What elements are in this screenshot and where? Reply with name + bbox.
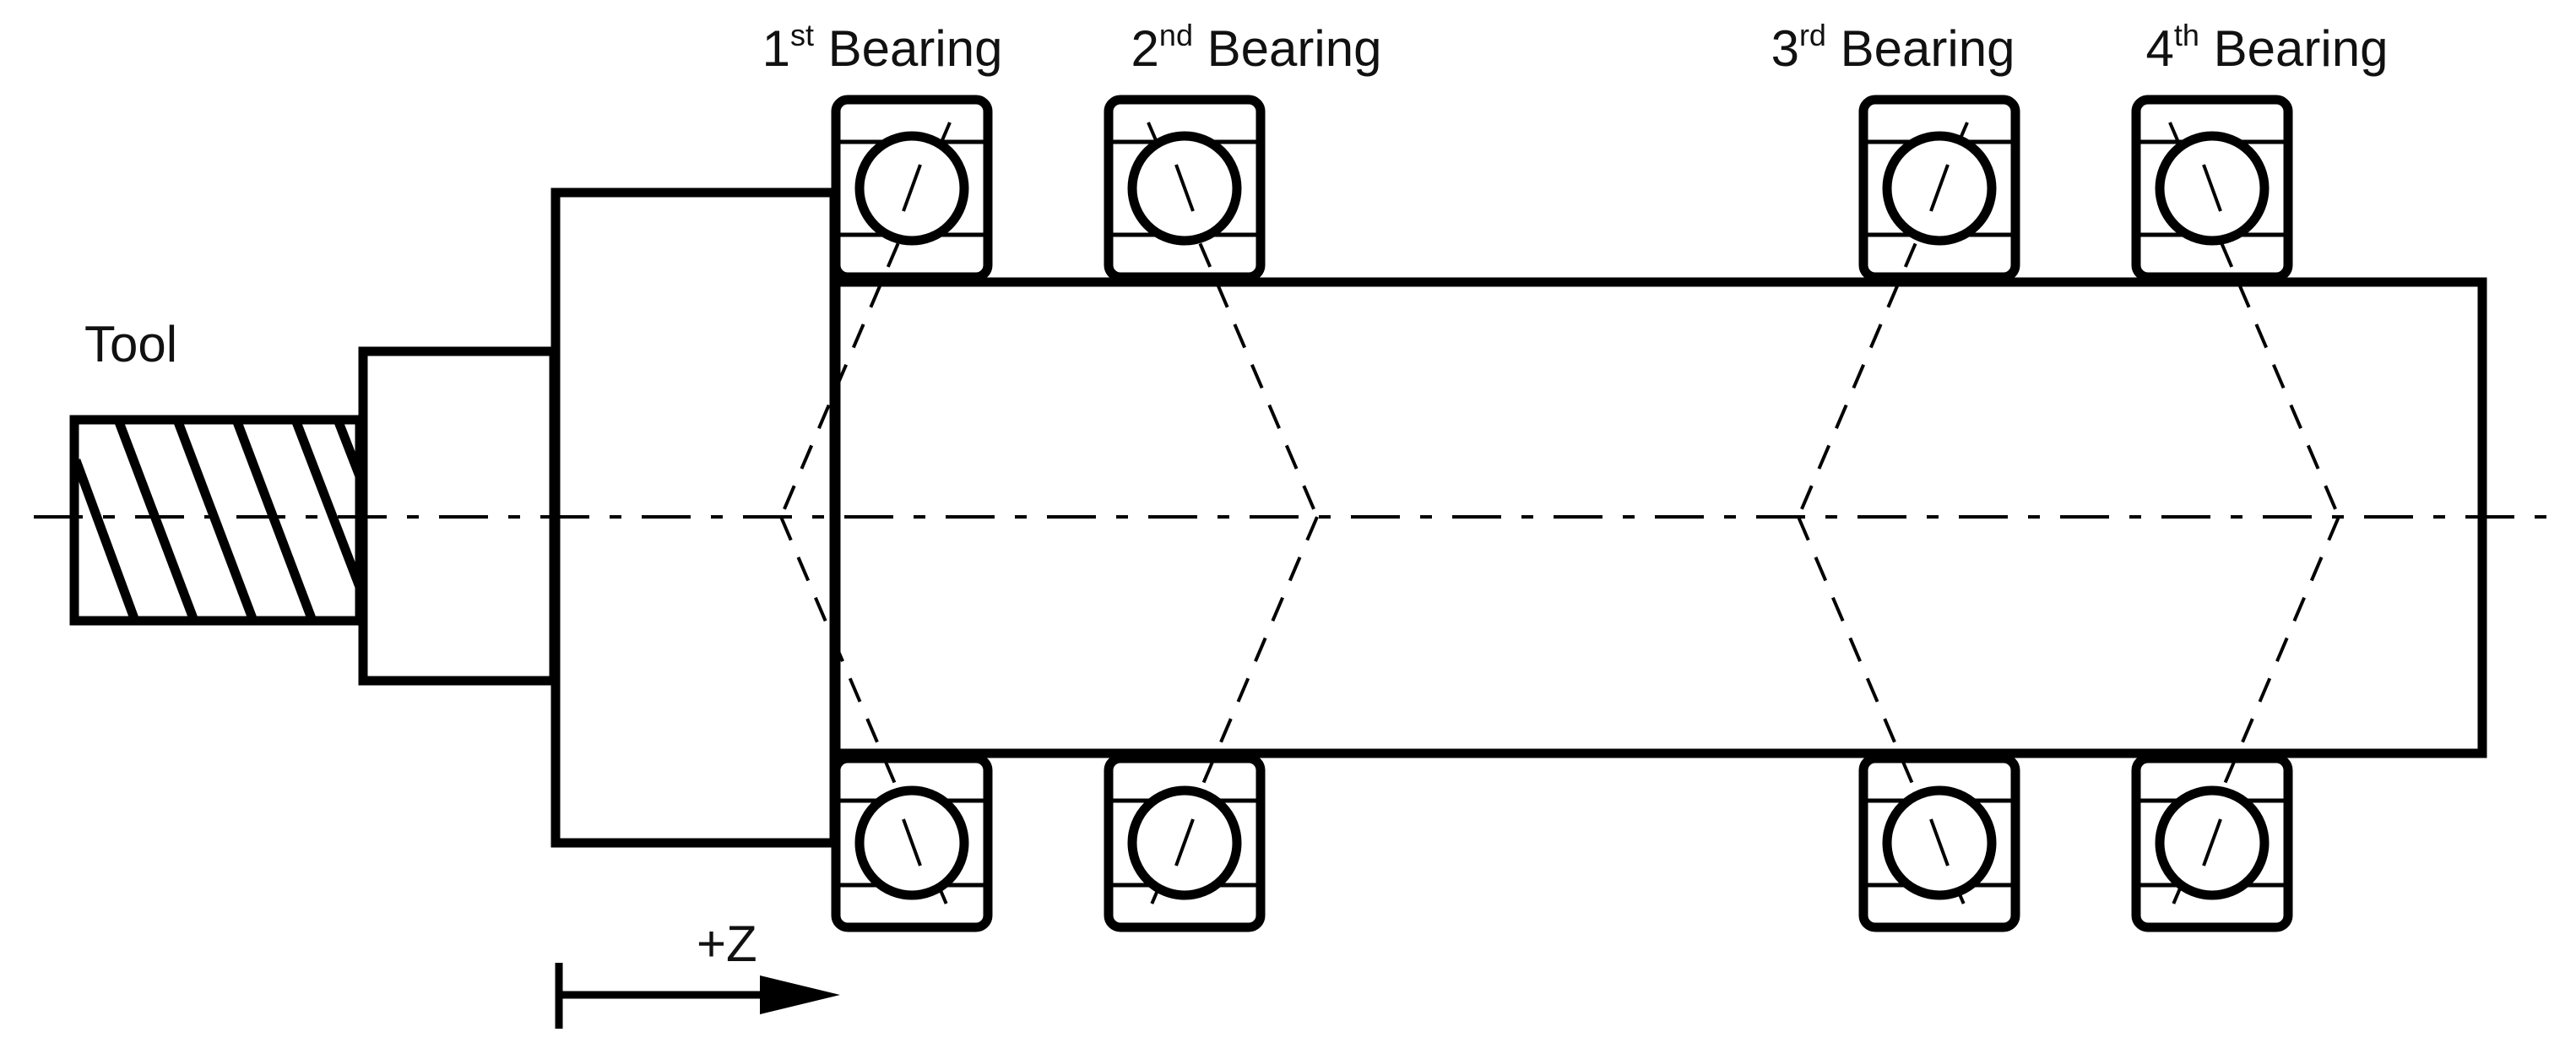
tool-thread — [74, 420, 360, 621]
z-axis-label: +Z — [697, 915, 757, 972]
bearing-2-bottom — [1104, 753, 1266, 932]
bearing-3-top — [1858, 95, 2020, 282]
bearing-4-bottom — [2131, 753, 2293, 932]
bearing-3-bottom — [1858, 753, 2020, 932]
arrow-head-icon — [760, 975, 840, 1014]
z-axis-arrow — [555, 963, 840, 1029]
bearing-1-top — [831, 95, 993, 282]
bearing-2-label: 2nd Bearing — [1131, 18, 1382, 77]
spindle-flange — [550, 187, 839, 848]
bearing-4-label: 4th Bearing — [2146, 18, 2389, 77]
bearing-3-label: 3rd Bearing — [1771, 18, 2015, 77]
bearing-1-bottom — [831, 753, 993, 932]
bearing-1-label: 1st Bearing — [762, 18, 1003, 77]
bearing-4-top — [2131, 95, 2293, 282]
tool — [69, 415, 365, 626]
bearing-2-top — [1104, 95, 1266, 282]
spindle-shaft — [831, 277, 2487, 758]
tool-label: Tool — [84, 316, 177, 372]
